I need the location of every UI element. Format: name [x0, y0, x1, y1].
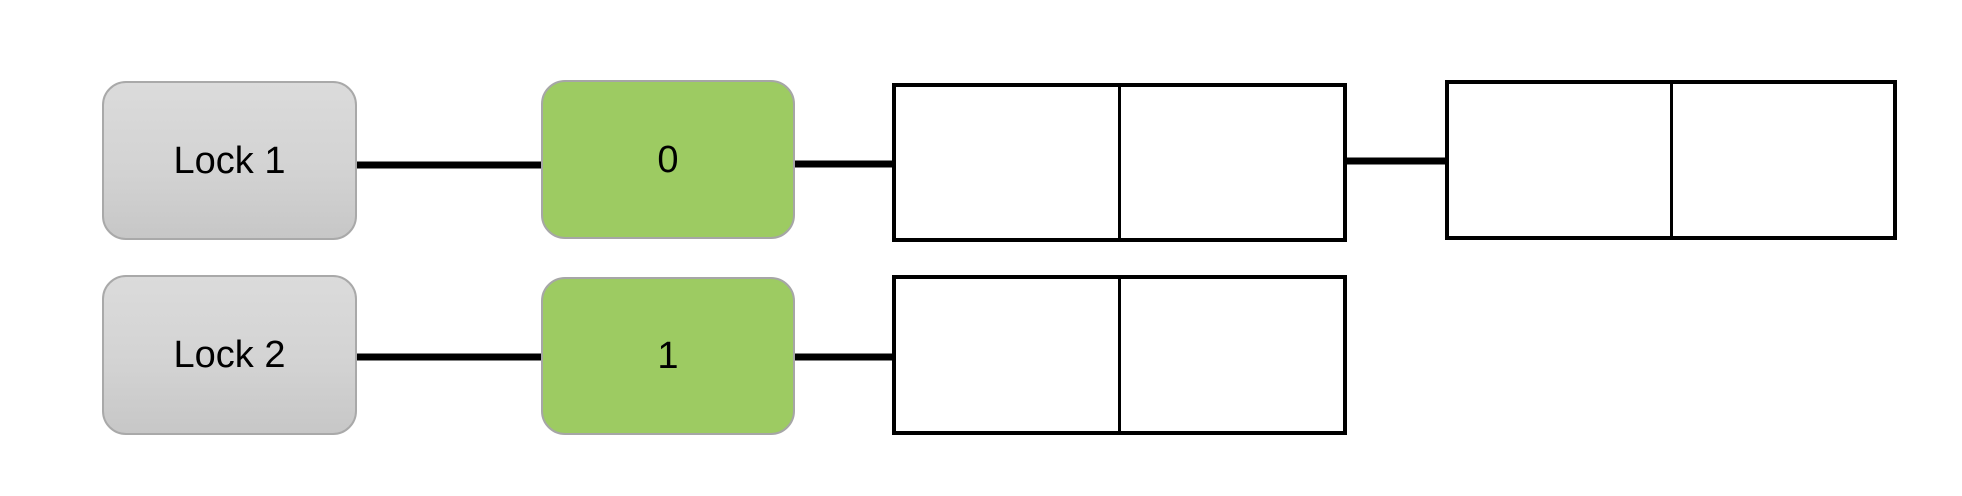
lock-2-label: Lock 2 [173, 334, 286, 376]
node-row2-first [892, 275, 1347, 435]
counter-1-box: 1 [541, 277, 795, 435]
lock-1-label: Lock 1 [173, 139, 286, 182]
node-next-cell [1669, 84, 1894, 236]
counter-0-box: 0 [541, 80, 795, 239]
node-row1-first [892, 83, 1347, 242]
counter-1-value: 1 [657, 335, 679, 377]
node-value-cell [896, 87, 1118, 238]
node-row1-second [1445, 80, 1897, 240]
lock-2-box: Lock 2 [102, 275, 357, 435]
node-next-cell [1118, 279, 1343, 431]
node-value-cell [1449, 84, 1670, 236]
node-value-cell [896, 279, 1118, 431]
lock-1-box: Lock 1 [102, 81, 357, 240]
counter-0-value: 0 [657, 138, 679, 181]
node-next-cell [1118, 87, 1343, 238]
